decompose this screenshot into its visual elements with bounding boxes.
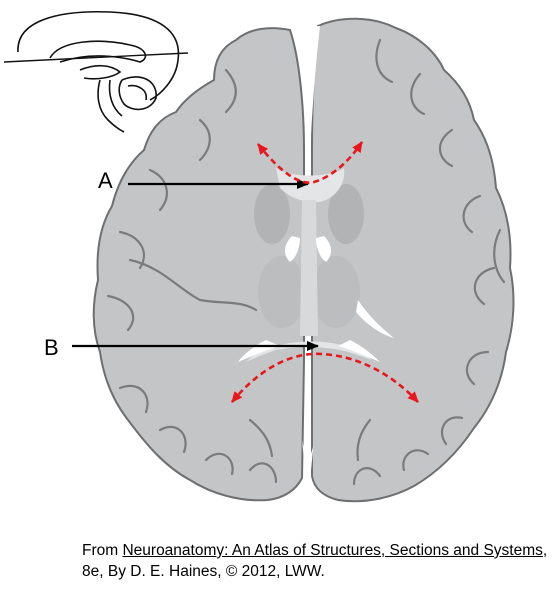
right-caudate-region [328, 184, 364, 244]
right-posterior-ventricle [338, 340, 380, 362]
right-hemisphere [311, 17, 515, 503]
sketch-cerebellum [118, 76, 157, 111]
left-hemisphere [92, 27, 305, 502]
right-ventricle-trigone [356, 300, 394, 338]
left-caudate-region [254, 184, 290, 244]
left-thalamus [258, 256, 306, 328]
right-thalamus [312, 256, 360, 328]
sketch-brainstem [97, 79, 125, 133]
septum-pellucidum [300, 200, 318, 336]
sketch-plane-line [3, 52, 189, 63]
source-citation: From Neuroanatomy: An Atlas of Structure… [82, 540, 552, 582]
left-lateral-ventricle [284, 236, 300, 262]
sketch-corpus-callosum [49, 40, 147, 63]
sulci [106, 38, 506, 486]
red-dashed-arrow-splenium [230, 352, 419, 403]
label-b: B [44, 335, 59, 360]
anterior-fissure [300, 26, 320, 150]
citation-prefix: From [82, 542, 123, 559]
orientation-sketch [3, 10, 189, 133]
label-a: A [98, 168, 113, 193]
right-lateral-ventricle [316, 236, 332, 262]
citation-details: , 8e, By D. E. Haines, © 2012, LWW. [82, 542, 548, 580]
citation-book-title: Neuroanatomy: An Atlas of Structures, Se… [122, 542, 543, 559]
red-dashed-arrow-genu [256, 141, 364, 184]
posterior-fissure [302, 440, 314, 500]
brain-slice [92, 17, 515, 503]
brain-section-figure [3, 10, 515, 503]
sketch-head-outline [17, 10, 180, 101]
